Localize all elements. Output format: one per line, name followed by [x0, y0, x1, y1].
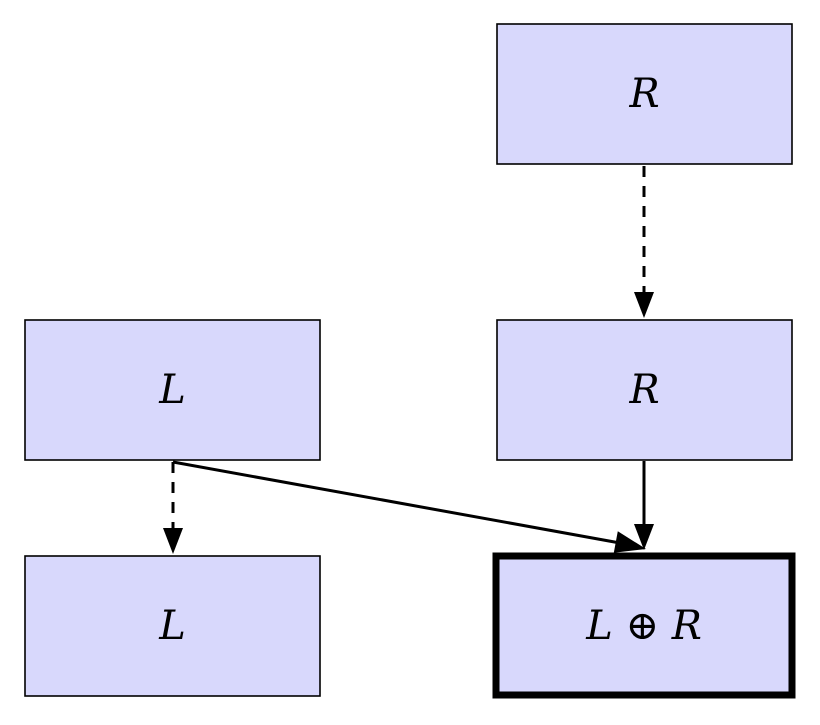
arrowhead-result-from-r: [634, 524, 654, 550]
node-r-mid-box: [496, 319, 793, 461]
node-r-mid-label: R: [628, 367, 659, 413]
node-l-bottom-box: [24, 555, 321, 697]
node-l-bottom-label: L: [158, 603, 186, 649]
node-r-top-box: [496, 23, 793, 165]
node-l-mid-box: [24, 319, 321, 461]
node-result: L ⊕ R: [492, 552, 796, 699]
node-r-top: R: [496, 23, 793, 165]
node-result-box: [492, 552, 796, 699]
arrowhead-l-bottom: [163, 528, 183, 554]
edges: [163, 166, 654, 554]
node-l-bottom: L: [24, 555, 321, 697]
node-r-top-label: R: [628, 71, 659, 117]
arrowhead-r-mid: [634, 292, 654, 318]
arrowhead-result-from-l: [613, 531, 646, 553]
edge-l-mid-to-result: [172, 460, 621, 545]
node-l-mid-label: L: [158, 367, 186, 413]
node-l-mid: L: [24, 319, 321, 461]
node-r-mid: R: [496, 319, 793, 461]
node-result-label: L ⊕ R: [585, 603, 702, 649]
